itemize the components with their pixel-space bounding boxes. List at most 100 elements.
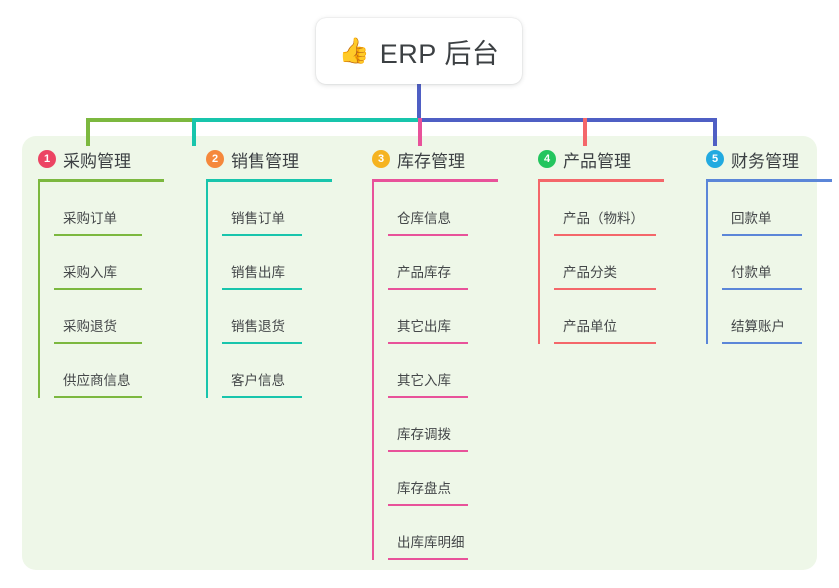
branch-header-purchasing[interactable]: 1 采购管理 bbox=[22, 146, 164, 172]
segment-purchasing bbox=[86, 118, 192, 122]
leaf-underline bbox=[222, 396, 302, 398]
leaf-underline bbox=[222, 288, 302, 290]
leaf-node[interactable]: 其它出库 bbox=[388, 290, 498, 344]
leaf-underline bbox=[722, 288, 802, 290]
leaf-node[interactable]: 出库库明细 bbox=[388, 506, 498, 560]
leaf-node[interactable]: 销售订单 bbox=[222, 182, 332, 236]
branch-column-product: 4 产品管理产品（物料） 产品分类产品单位 bbox=[522, 146, 664, 344]
leaf-label: 产品库存 bbox=[397, 265, 451, 280]
leaf-label: 仓库信息 bbox=[397, 211, 451, 226]
branch-spine-finance bbox=[706, 182, 708, 344]
leaf-label: 采购订单 bbox=[63, 211, 117, 226]
branch-number-badge-sales: 2 bbox=[206, 150, 224, 168]
leaf-label: 采购入库 bbox=[63, 265, 117, 280]
leaf-node[interactable]: 产品分类 bbox=[554, 236, 664, 290]
leaf-node[interactable]: 采购订单 bbox=[54, 182, 164, 236]
branch-spine-inventory bbox=[372, 182, 374, 560]
branch-header-finance[interactable]: 5 财务管理 bbox=[690, 146, 832, 172]
leaf-node[interactable]: 产品单位 bbox=[554, 290, 664, 344]
branch-column-purchasing: 1 采购管理采购订单采购入库采购退货供应商信息 bbox=[22, 146, 164, 398]
leaf-node[interactable]: 采购入库 bbox=[54, 236, 164, 290]
leaf-underline bbox=[722, 342, 802, 344]
root-node[interactable]: 👍 ERP 后台 bbox=[316, 18, 522, 84]
leaf-node[interactable]: 回款单 bbox=[722, 182, 832, 236]
leaf-label: 产品单位 bbox=[563, 319, 617, 334]
root-trunk-connector bbox=[417, 84, 421, 120]
leaf-node[interactable]: 库存盘点 bbox=[388, 452, 498, 506]
leaf-node[interactable]: 销售退货 bbox=[222, 290, 332, 344]
leaf-node[interactable]: 客户信息 bbox=[222, 344, 332, 398]
leaf-underline bbox=[54, 234, 142, 236]
branch-spine-product bbox=[538, 182, 540, 344]
leaf-label: 其它入库 bbox=[397, 373, 451, 388]
leaf-label: 采购退货 bbox=[63, 319, 117, 334]
leaf-node[interactable]: 其它入库 bbox=[388, 344, 498, 398]
drop-purchasing bbox=[86, 118, 90, 146]
branch-title-sales: 销售管理 bbox=[231, 151, 299, 171]
leaf-node[interactable]: 采购退货 bbox=[54, 290, 164, 344]
leaf-underline bbox=[54, 342, 142, 344]
branch-underline-purchasing bbox=[38, 179, 164, 182]
leaf-label: 库存盘点 bbox=[397, 481, 451, 496]
leaf-node[interactable]: 结算账户 bbox=[722, 290, 832, 344]
branch-number-badge-inventory: 3 bbox=[372, 150, 390, 168]
leaf-underline bbox=[388, 234, 468, 236]
branch-underline-inventory bbox=[372, 179, 498, 182]
branch-number-badge-finance: 5 bbox=[706, 150, 724, 168]
leaf-label: 销售订单 bbox=[231, 211, 285, 226]
leaf-node[interactable]: 库存调拨 bbox=[388, 398, 498, 452]
leaf-underline bbox=[388, 504, 468, 506]
leaf-label: 产品分类 bbox=[563, 265, 617, 280]
drop-product bbox=[583, 118, 587, 146]
leaf-label: 其它出库 bbox=[397, 319, 451, 334]
leaf-underline bbox=[388, 558, 468, 560]
leaf-label: 回款单 bbox=[731, 211, 772, 226]
leaf-underline bbox=[388, 342, 468, 344]
leaf-label: 供应商信息 bbox=[63, 373, 131, 388]
leaf-node[interactable]: 付款单 bbox=[722, 236, 832, 290]
leaf-label: 付款单 bbox=[731, 265, 772, 280]
leaf-node[interactable]: 供应商信息 bbox=[54, 344, 164, 398]
branch-title-purchasing: 采购管理 bbox=[63, 151, 131, 171]
branch-header-product[interactable]: 4 产品管理 bbox=[522, 146, 664, 172]
leaf-label: 客户信息 bbox=[231, 373, 285, 388]
branch-header-sales[interactable]: 2 销售管理 bbox=[190, 146, 332, 172]
leaf-underline bbox=[54, 288, 142, 290]
leaf-label: 库存调拨 bbox=[397, 427, 451, 442]
leaf-underline bbox=[554, 288, 656, 290]
thumbs-up-icon: 👍 bbox=[338, 36, 370, 65]
leaf-underline bbox=[54, 396, 142, 398]
drop-finance bbox=[713, 118, 717, 146]
branch-number-badge-purchasing: 1 bbox=[38, 150, 56, 168]
leaf-underline bbox=[388, 288, 468, 290]
leaf-node[interactable]: 产品（物料） bbox=[554, 182, 664, 236]
leaf-underline bbox=[388, 396, 468, 398]
branch-underline-product bbox=[538, 179, 664, 182]
branch-number-badge-product: 4 bbox=[538, 150, 556, 168]
branch-column-finance: 5 财务管理回款单付款单结算账户 bbox=[690, 146, 832, 344]
root-title: ERP 后台 bbox=[379, 38, 500, 69]
leaf-label: 产品（物料） bbox=[563, 211, 644, 226]
leaf-label: 销售出库 bbox=[231, 265, 285, 280]
branch-underline-sales bbox=[206, 179, 332, 182]
leaf-underline bbox=[554, 234, 656, 236]
branch-body-purchasing: 采购订单采购入库采购退货供应商信息 bbox=[22, 182, 164, 398]
branch-body-sales: 销售订单销售出库销售退货客户信息 bbox=[190, 182, 332, 398]
leaf-node[interactable]: 仓库信息 bbox=[388, 182, 498, 236]
leaf-underline bbox=[722, 234, 802, 236]
branch-title-finance: 财务管理 bbox=[731, 151, 799, 171]
segment-finance bbox=[418, 118, 715, 122]
leaf-label: 结算账户 bbox=[731, 319, 785, 334]
branch-body-finance: 回款单付款单结算账户 bbox=[690, 182, 832, 344]
leaf-underline bbox=[388, 450, 468, 452]
branch-column-sales: 2 销售管理销售订单销售出库销售退货客户信息 bbox=[190, 146, 332, 398]
leaf-label: 出库库明细 bbox=[397, 535, 465, 550]
segment-sales bbox=[192, 118, 418, 122]
branch-body-product: 产品（物料） 产品分类产品单位 bbox=[522, 182, 664, 344]
branch-title-product: 产品管理 bbox=[563, 151, 631, 171]
diagram-background-panel bbox=[22, 136, 817, 570]
leaf-node[interactable]: 销售出库 bbox=[222, 236, 332, 290]
leaf-node[interactable]: 产品库存 bbox=[388, 236, 498, 290]
